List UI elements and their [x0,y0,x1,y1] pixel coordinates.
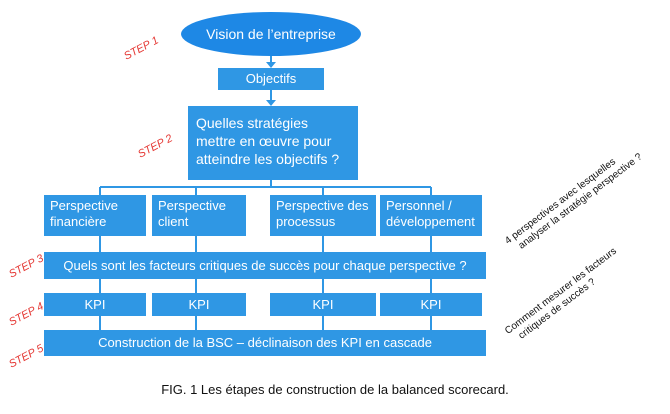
kpi-label: KPI [420,296,442,312]
kpi-label: KPI [84,296,106,312]
kpi-node-4: KPI [380,293,482,316]
arrowhead-objectifs [266,62,276,68]
perspective-financiere-label: Perspective financière [50,198,118,229]
kpi-label: KPI [188,296,210,312]
perspective-processus-node: Perspective des processus [270,195,376,236]
perspective-client-node: Perspective client [152,195,246,236]
objectifs-node: Objectifs [218,68,324,90]
facteurs-node: Quels sont les facteurs critiques de suc… [44,252,486,279]
strategies-node: Quelles stratégies mettre en œuvre pour … [188,106,358,180]
perspective-financiere-node: Perspective financière [44,195,146,236]
perspective-processus-label: Perspective des processus [276,198,369,229]
perspective-client-label: Perspective client [158,198,226,229]
figure-caption: FIG. 1 Les étapes de construction de la … [161,382,509,397]
arrowhead-strategies [266,100,276,106]
construction-label: Construction de la BSC – déclinaison des… [98,335,432,350]
perspective-personnel-node: Personnel / développement [380,195,482,236]
vision-node: Vision de l’entreprise [181,12,361,56]
kpi-node-3: KPI [270,293,376,316]
facteurs-label: Quels sont les facteurs critiques de suc… [63,257,467,273]
kpi-node-2: KPI [152,293,246,316]
construction-node: Construction de la BSC – déclinaison des… [44,330,486,356]
perspective-personnel-label: Personnel / développement [386,198,475,229]
objectifs-label: Objectifs [245,71,297,86]
strategies-label: Quelles stratégies mettre en œuvre pour … [196,115,340,167]
vision-label: Vision de l’entreprise [206,26,336,42]
kpi-node-1: KPI [44,293,146,316]
kpi-label: KPI [312,296,334,312]
